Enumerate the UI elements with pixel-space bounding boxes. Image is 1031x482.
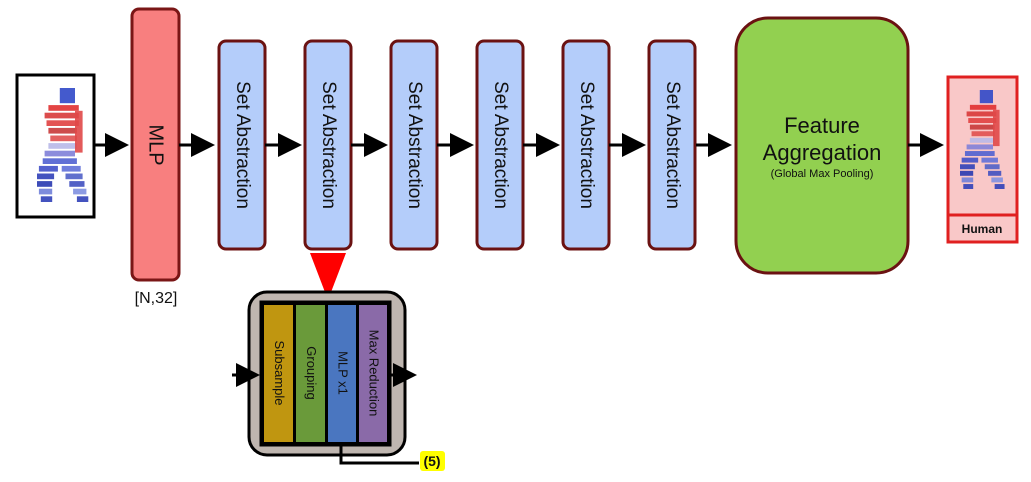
mlp-label: MLP (145, 124, 167, 165)
set-abstraction-block: Set Abstraction (475, 39, 525, 251)
set-abstraction-block: Set Abstraction (647, 39, 697, 251)
detail-branch-line (339, 445, 419, 465)
detail-step-label: MLP x1 (336, 351, 351, 395)
set-abstraction-label: Set Abstraction (576, 81, 597, 209)
detail-step-label: Grouping (304, 346, 319, 399)
output-frame: Human (946, 75, 1019, 244)
detail-step: Subsample (262, 303, 295, 444)
feature-aggregation-title-line2: Aggregation (763, 140, 882, 165)
set-abstraction-block: Set Abstraction (561, 39, 611, 251)
set-abstraction-label: Set Abstraction (318, 81, 339, 209)
detail-step: MLP x1 (326, 303, 358, 444)
detail-step-label: Max Reduction (367, 330, 382, 417)
detail-pointer-arrow (310, 253, 346, 300)
mlp-block: MLP (130, 7, 181, 282)
feature-aggregation-subtitle: (Global Max Pooling) (771, 168, 874, 180)
set-abstraction-block: Set Abstraction (303, 39, 353, 251)
set-abstraction-stack: Set Abstraction Set Abstraction Set Abstra… (217, 39, 697, 251)
detail-step-label: Subsample (272, 340, 287, 405)
set-abstraction-detail: Subsample Grouping MLP x1 Max Reduction (5) (232, 290, 445, 471)
feature-aggregation-title-line1: Feature (784, 113, 860, 138)
set-abstraction-label: Set Abstraction (662, 81, 683, 209)
mlp-shape-label: [N,32] (135, 290, 178, 307)
step-badge (420, 451, 445, 471)
human-point-cloud-icon (960, 90, 1005, 189)
feature-aggregation-block: Feature Aggregation (Global Max Pooling) (734, 16, 910, 275)
set-abstraction-label: Set Abstraction (490, 81, 511, 209)
set-abstraction-block: Set Abstraction (389, 39, 439, 251)
step-badge-label: (5) (423, 453, 440, 469)
set-abstraction-label: Set Abstraction (404, 81, 425, 209)
output-class-label: Human (962, 222, 1003, 236)
set-abstraction-block: Set Abstraction (217, 39, 267, 251)
set-abstraction-label: Set Abstraction (232, 81, 253, 209)
detail-step: Grouping (294, 303, 327, 444)
human-point-cloud-icon (37, 88, 89, 202)
input-frame (15, 73, 96, 219)
detail-step: Max Reduction (357, 303, 389, 444)
